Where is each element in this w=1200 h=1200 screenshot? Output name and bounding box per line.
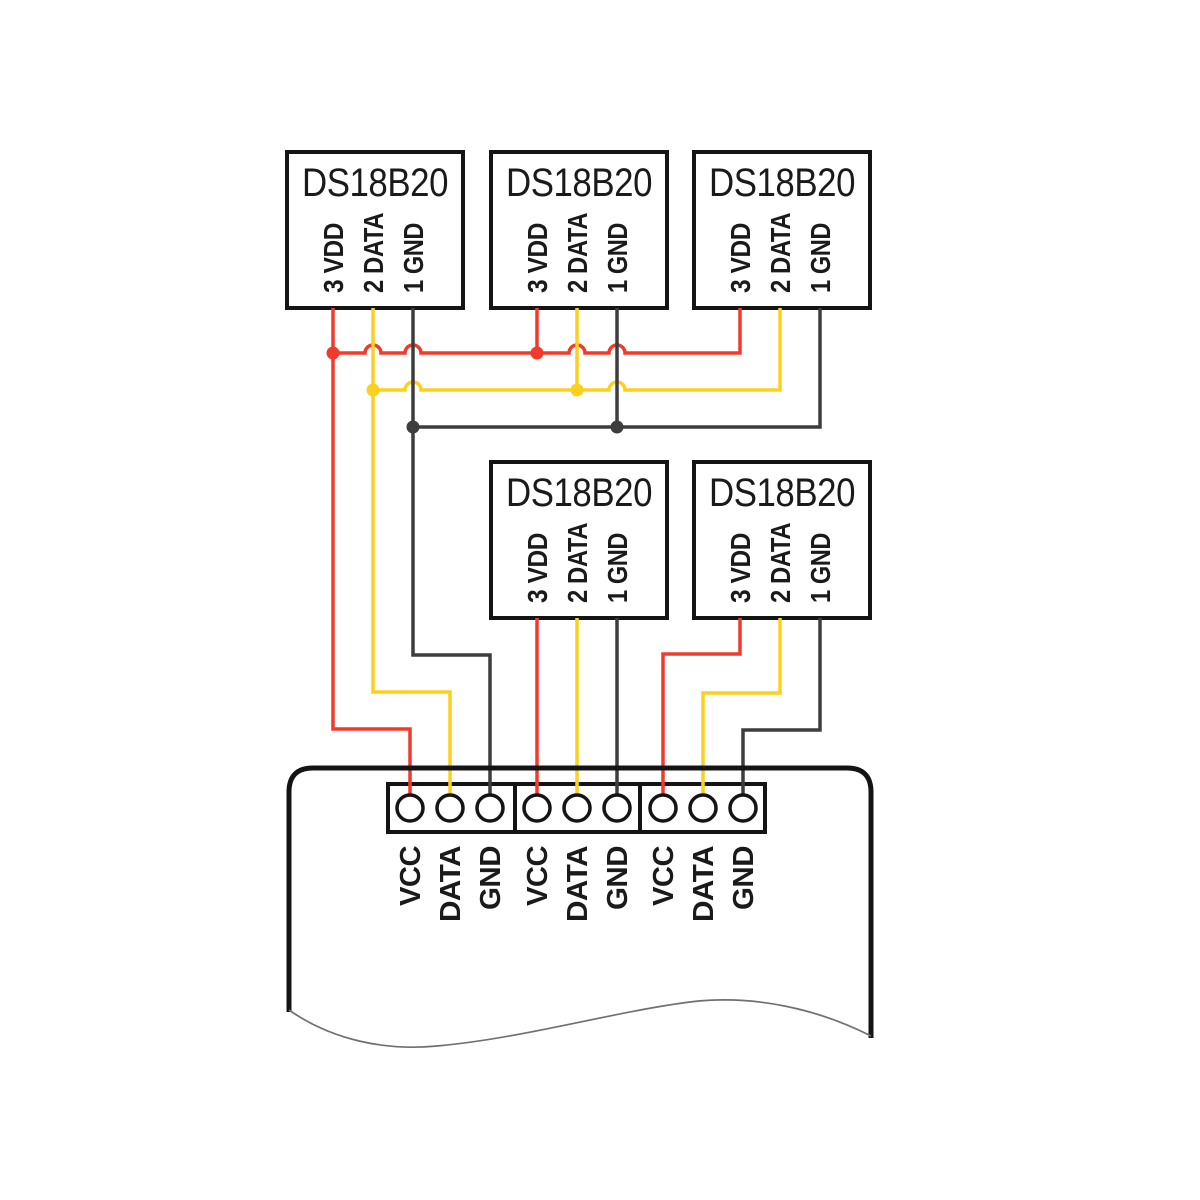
junction-dot — [570, 383, 584, 397]
terminal-gnd-3 — [728, 793, 758, 823]
pin-label-vdd: 3 VDD — [725, 533, 756, 603]
junction-dot — [406, 420, 420, 434]
pin-label-data: 2 DATA — [562, 523, 593, 603]
junction-dot — [530, 346, 544, 360]
sensor-title: DS18B20 — [506, 471, 652, 515]
sensor1-vdd-wire — [331, 308, 412, 797]
terminal-label-vcc-1: VCC — [395, 845, 427, 906]
sensor-title: DS18B20 — [709, 471, 855, 515]
pin-label-gnd: 1 GND — [602, 223, 633, 293]
sensor1-gnd-wire — [411, 308, 492, 797]
terminal-data-1 — [435, 793, 465, 823]
sensor-title: DS18B20 — [506, 161, 652, 205]
terminal-gnd-1 — [475, 793, 505, 823]
pin-label-gnd: 1 GND — [602, 533, 633, 603]
controller-torn-edge — [288, 999, 872, 1049]
data-junction-dots — [366, 383, 584, 397]
terminal-vcc-3 — [648, 793, 678, 823]
terminal-vcc-1 — [395, 793, 425, 823]
junction-dot — [610, 420, 624, 434]
pin-label-vdd: 3 VDD — [725, 223, 756, 293]
pin-label-data: 2 DATA — [562, 213, 593, 293]
pin-label-gnd: 1 GND — [398, 223, 429, 293]
terminal-label-gnd-2: GND — [602, 846, 634, 910]
pin-label-gnd: 1 GND — [805, 533, 836, 603]
pin-label-data: 2 DATA — [358, 213, 389, 293]
controller — [286, 765, 874, 1049]
controller-outline — [286, 765, 874, 1038]
terminal-labels: VCC DATA GND VCC DATA GND VCC DATA GND — [395, 845, 760, 922]
terminal-gnd-2 — [602, 793, 632, 823]
terminal-label-vcc-2: VCC — [522, 845, 554, 906]
sensor5-gnd-wire — [741, 618, 822, 797]
data-bus-wire — [373, 308, 782, 392]
pin-label-vdd: 3 VDD — [522, 533, 553, 603]
terminal-vcc-2 — [522, 793, 552, 823]
gnd-junction-dots — [406, 420, 624, 434]
sensor5-vdd-wire — [661, 618, 742, 797]
terminal-label-gnd-3: GND — [728, 846, 760, 910]
terminal-label-data-2: DATA — [562, 845, 594, 922]
sensor-box — [692, 460, 872, 620]
terminal-label-data-3: DATA — [688, 845, 720, 922]
pin-label-data: 2 DATA — [765, 213, 796, 293]
junction-dot — [366, 383, 380, 397]
terminal-label-data-1: DATA — [435, 845, 467, 922]
vdd-wires — [331, 308, 742, 797]
sensor-box — [692, 150, 872, 310]
sensor-ds18b20-top-1: DS18B20 3 VDD 2 DATA 1 GND — [285, 150, 465, 310]
sensor-ds18b20-mid-2: DS18B20 3 VDD 2 DATA 1 GND — [692, 460, 872, 620]
gnd-wires — [411, 308, 822, 797]
vdd-junction-dots — [326, 346, 544, 360]
terminal-data-3 — [688, 793, 718, 823]
gnd-bus-wire — [413, 308, 822, 429]
pin-label-vdd: 3 VDD — [522, 223, 553, 293]
pin-label-gnd: 1 GND — [805, 223, 836, 293]
sensor1-data-wire — [371, 308, 452, 797]
sensor-title: DS18B20 — [709, 161, 855, 205]
terminal-label-vcc-3: VCC — [648, 845, 680, 906]
sensor-box — [285, 150, 465, 310]
sensor5-data-wire — [701, 618, 782, 797]
terminal-label-gnd-1: GND — [475, 846, 507, 910]
sensor-title: DS18B20 — [302, 161, 448, 205]
sensor-ds18b20-mid-1: DS18B20 3 VDD 2 DATA 1 GND — [489, 460, 669, 620]
terminal-data-2 — [562, 793, 592, 823]
vdd-bus-wire — [333, 308, 742, 355]
pin-label-data: 2 DATA — [765, 523, 796, 603]
pin-label-vdd: 3 VDD — [318, 223, 349, 293]
sensor-box — [489, 150, 669, 310]
sensor-box — [489, 460, 669, 620]
junction-dot — [326, 346, 340, 360]
sensor-ds18b20-top-2: DS18B20 3 VDD 2 DATA 1 GND — [489, 150, 669, 310]
sensor-ds18b20-top-3: DS18B20 3 VDD 2 DATA 1 GND — [692, 150, 872, 310]
terminal-circles — [395, 793, 758, 823]
